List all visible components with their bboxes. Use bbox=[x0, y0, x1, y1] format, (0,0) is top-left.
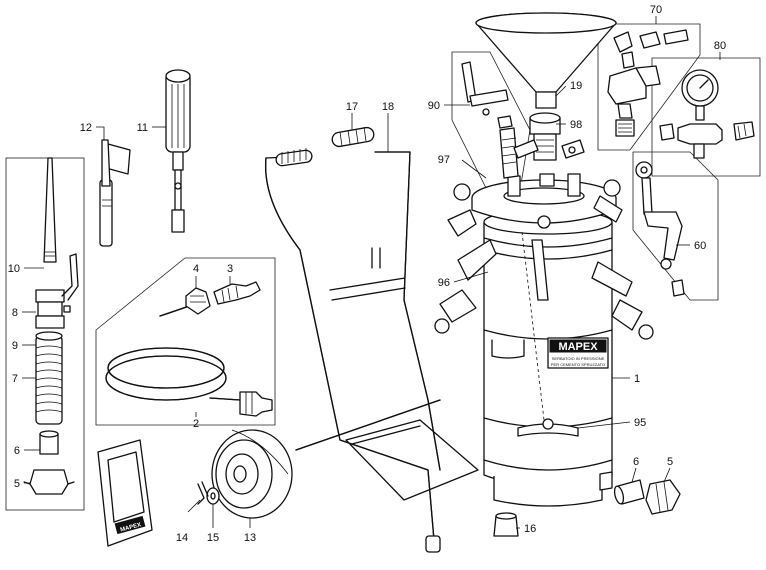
funnel-part-19 bbox=[475, 12, 617, 161]
clamp-part-60 bbox=[635, 161, 685, 297]
callout-8: 8 bbox=[12, 307, 18, 319]
callout-10: 10 bbox=[8, 263, 20, 275]
valve-part-98 bbox=[561, 139, 585, 159]
group-box-hose bbox=[95, 257, 276, 426]
callout-5-left: 5 bbox=[14, 478, 20, 490]
tank-plate-line1: SERBATOIO IN PRESSIONE bbox=[552, 356, 605, 361]
fitting-part-3 bbox=[213, 281, 261, 305]
callout-6-right: 6 bbox=[633, 456, 639, 468]
manual-booklet: MAPEX bbox=[97, 439, 153, 547]
clip-part-14 bbox=[197, 481, 209, 505]
coupling-part-4 bbox=[185, 287, 211, 315]
washer-part-15 bbox=[206, 487, 220, 505]
tank-brand-label: MAPEX bbox=[558, 341, 598, 353]
group-box-left-gun bbox=[5, 157, 85, 511]
callout-11: 11 bbox=[137, 122, 148, 134]
callout-6-left: 6 bbox=[14, 445, 20, 457]
callout-15: 15 bbox=[207, 532, 219, 544]
callout-3: 3 bbox=[227, 263, 233, 275]
callout-2: 2 bbox=[193, 418, 199, 430]
callout-98: 98 bbox=[570, 119, 582, 131]
valve-part-90 bbox=[461, 61, 539, 179]
valve-assembly-part-70 bbox=[607, 29, 689, 137]
callout-4: 4 bbox=[193, 263, 199, 275]
callout-9: 9 bbox=[12, 340, 18, 352]
callout-7: 7 bbox=[12, 373, 18, 385]
group-box-70 bbox=[597, 23, 701, 151]
callout-60: 60 bbox=[694, 240, 706, 252]
group-box-60 bbox=[632, 151, 719, 301]
pressure-tank: MAPEX SERBATOIO IN PRESSIONE PER CEMENTO… bbox=[434, 173, 654, 507]
callout-labels: 70 80 19 90 98 17 18 12 11 97 4 3 10 96 … bbox=[8, 4, 726, 544]
callout-97: 97 bbox=[438, 154, 450, 166]
callout-13: 13 bbox=[244, 532, 256, 544]
sleeve-part-6-left bbox=[39, 430, 59, 455]
callout-17: 17 bbox=[346, 101, 358, 113]
tank-plate-line2: PER CEMENTO SPRUZZATO bbox=[551, 362, 605, 367]
handle-grip-part-17 bbox=[331, 126, 375, 148]
nozzle-part-10 bbox=[43, 157, 57, 263]
valve-part-8 bbox=[35, 253, 79, 329]
callout-80: 80 bbox=[714, 40, 726, 52]
callout-19: 19 bbox=[570, 80, 582, 92]
callout-1: 1 bbox=[634, 373, 640, 385]
group-box-80 bbox=[651, 57, 761, 177]
wheel-part-13 bbox=[211, 429, 293, 519]
callout-14: 14 bbox=[176, 532, 188, 544]
callout-90: 90 bbox=[428, 100, 440, 112]
callout-95: 95 bbox=[634, 417, 646, 429]
coupling-part-5-left bbox=[23, 469, 75, 495]
trolley-frame-part-18 bbox=[264, 148, 479, 553]
hose-part-2 bbox=[105, 301, 273, 417]
manual-brand-label: MAPEX bbox=[120, 522, 142, 533]
plug-part-16 bbox=[493, 512, 519, 537]
hose-section-part-7 bbox=[35, 331, 63, 425]
callout-70: 70 bbox=[650, 4, 662, 16]
gauge-assembly-part-80 bbox=[659, 69, 755, 159]
coupling-part-5-right bbox=[645, 479, 681, 515]
callout-5-right: 5 bbox=[667, 456, 673, 468]
callout-16: 16 bbox=[524, 523, 536, 535]
tool-part-11 bbox=[165, 69, 191, 233]
callout-96: 96 bbox=[438, 277, 450, 289]
sleeve-part-6-right bbox=[613, 479, 645, 505]
callout-18: 18 bbox=[382, 101, 394, 113]
callout-12: 12 bbox=[80, 122, 92, 134]
tool-part-12 bbox=[99, 139, 131, 247]
leader-lines bbox=[22, 16, 721, 529]
